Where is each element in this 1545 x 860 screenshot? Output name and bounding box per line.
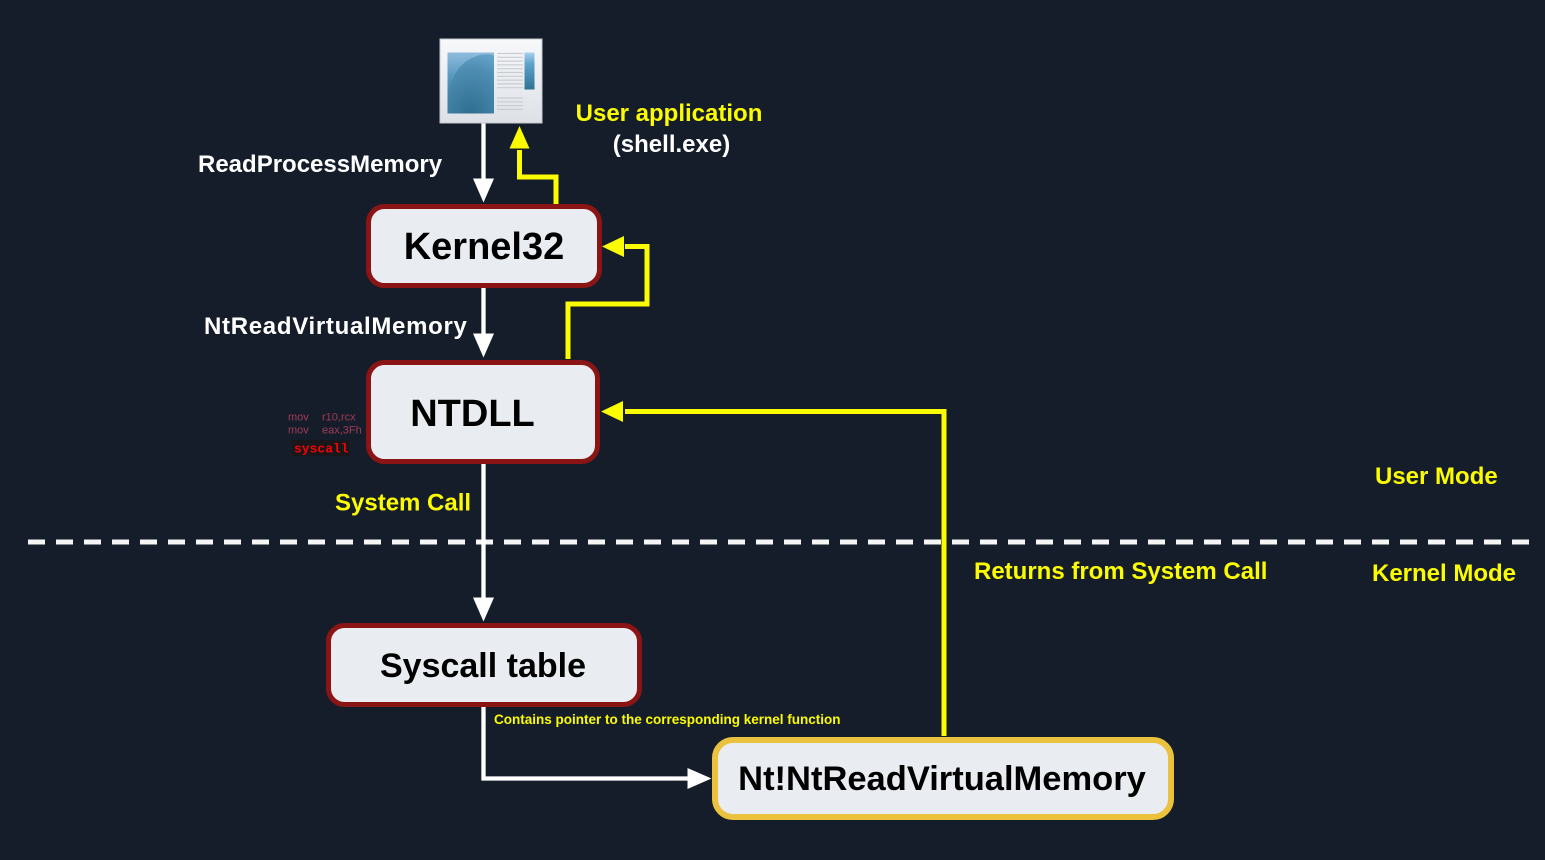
svg-text:(shell.exe): (shell.exe) <box>613 131 730 158</box>
svg-text:Nt!NtReadVirtualMemory: Nt!NtReadVirtualMemory <box>738 760 1146 798</box>
svg-text:eax,3Fh: eax,3Fh <box>322 425 362 437</box>
svg-text:Kernel Mode: Kernel Mode <box>1372 560 1516 587</box>
svg-text:ReadProcessMemory: ReadProcessMemory <box>198 151 443 178</box>
svg-text:syscall: syscall <box>294 442 349 457</box>
svg-text:mov: mov <box>288 425 309 437</box>
svg-text:r10,rcx: r10,rcx <box>322 412 356 424</box>
svg-text:Contains pointer to the corres: Contains pointer to the corresponding ke… <box>494 712 841 727</box>
svg-text:Syscall table: Syscall table <box>380 647 586 685</box>
svg-text:Returns from System Call: Returns from System Call <box>974 558 1267 585</box>
svg-text:NtReadVirtualMemory: NtReadVirtualMemory <box>204 313 468 340</box>
svg-text:Kernel32: Kernel32 <box>404 226 565 268</box>
svg-text:User application: User application <box>576 100 763 127</box>
svg-text:NTDLL: NTDLL <box>410 393 535 435</box>
svg-text:System Call: System Call <box>335 490 471 517</box>
svg-text:User Mode: User Mode <box>1375 463 1498 490</box>
svg-text:mov: mov <box>288 412 309 424</box>
